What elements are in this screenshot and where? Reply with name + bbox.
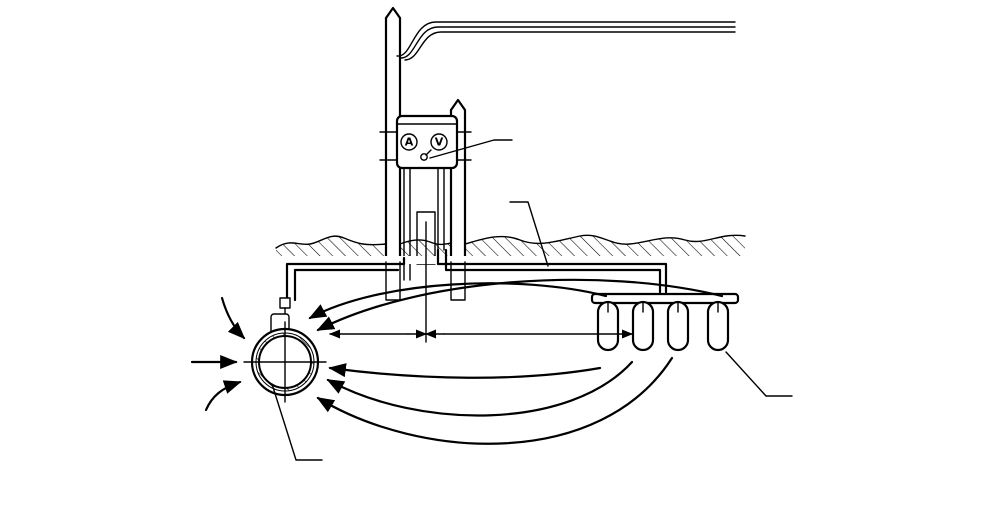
svg-text:A: A	[405, 136, 414, 149]
buried-cables	[285, 248, 668, 302]
overhead-power-lines	[396, 21, 736, 61]
ammeter-icon: A	[400, 133, 418, 151]
ground-surface	[270, 234, 750, 264]
current-flow-arrows	[190, 278, 724, 445]
spacing-dimension	[328, 221, 634, 343]
svg-text:V: V	[435, 136, 444, 149]
voltmeter-icon: V	[430, 133, 448, 151]
adjustment-knob-icon	[420, 149, 432, 161]
leader-lines	[271, 139, 793, 461]
anode-groundbed	[590, 292, 740, 352]
buried-pipeline	[243, 297, 327, 403]
